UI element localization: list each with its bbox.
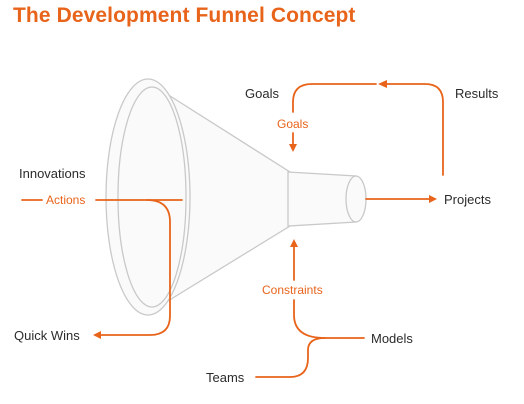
quick-wins-label: Quick Wins xyxy=(14,328,80,343)
results-arrowhead xyxy=(378,80,387,88)
teams-line xyxy=(255,337,365,378)
funnel-mouth-outer xyxy=(105,78,191,316)
results-feedback-line xyxy=(385,83,444,176)
models-label: Models xyxy=(371,331,413,346)
goals-label: Goals xyxy=(245,86,279,101)
quick-wins-arrowhead xyxy=(93,331,101,339)
funnel-mouth-inner xyxy=(117,86,187,308)
projects-label: Projects xyxy=(444,192,491,207)
goals-line xyxy=(292,83,377,113)
flow-lines xyxy=(21,80,444,378)
goals-flow-label: Goals xyxy=(277,117,308,131)
constraints-line-lower xyxy=(293,299,326,339)
innovations-label: Innovations xyxy=(19,166,86,181)
constraints-arrowhead xyxy=(290,239,298,247)
funnel-shape xyxy=(105,78,367,316)
diagram-title: The Development Funnel Concept xyxy=(13,4,356,27)
results-label: Results xyxy=(455,86,499,101)
goals-arrowhead xyxy=(289,144,297,152)
teams-label: Teams xyxy=(206,370,245,385)
funnel-spout-end xyxy=(345,175,367,223)
projects-arrowhead xyxy=(429,195,437,203)
actions-flow-label: Actions xyxy=(46,193,85,207)
quick-wins-line xyxy=(99,199,171,336)
constraints-flow-label: Constraints xyxy=(262,283,323,297)
